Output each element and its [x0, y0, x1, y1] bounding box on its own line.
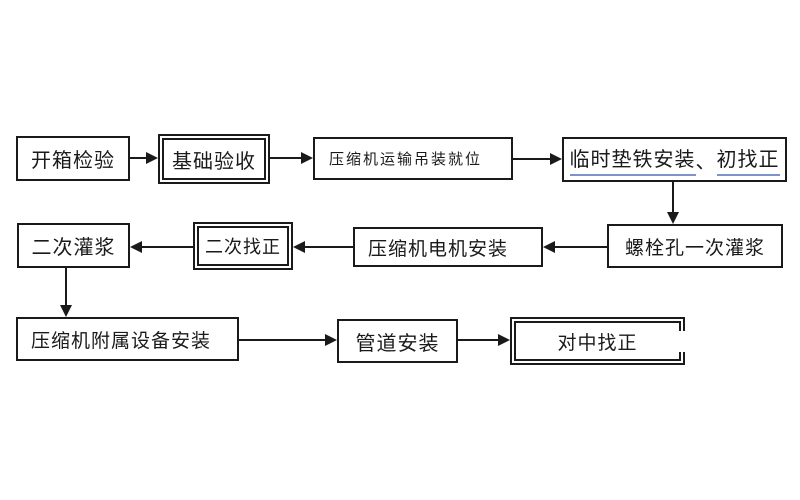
- flow-node-secondary-alignment: 二次找正: [193, 222, 293, 270]
- flow-node-compressor-transport-hoisting: 压缩机运输吊装就位: [313, 137, 513, 180]
- arrowhead-down-icon: [667, 212, 679, 224]
- arrowhead-left-icon: [293, 241, 305, 253]
- flow-node-foundation-acceptance-label: 基础验收: [162, 138, 266, 180]
- arrow-line: [458, 339, 498, 341]
- arrowhead-right-icon: [550, 153, 562, 165]
- arrowhead-left-icon: [543, 241, 555, 253]
- arrowhead-right-icon: [146, 152, 158, 164]
- arrowhead-right-icon: [301, 152, 313, 164]
- flow-node-centering-alignment: 对中找正: [510, 317, 685, 365]
- flow-node-centering-alignment-label: 对中找正: [514, 321, 681, 361]
- arrow-line: [513, 158, 550, 160]
- arrowhead-right-icon: [498, 334, 510, 346]
- arrow-line: [142, 246, 193, 248]
- arrow-line: [305, 246, 353, 248]
- underlined-text: 初找正: [716, 143, 780, 176]
- flow-node-secondary-grouting: 二次灌浆: [17, 223, 130, 268]
- arrow-line: [239, 339, 325, 341]
- flow-node-unpacking-inspection: 开箱检验: [16, 136, 130, 181]
- flow-node-bolt-hole-first-grouting: 螺栓孔一次灌浆: [607, 224, 783, 268]
- arrow-line: [65, 267, 67, 305]
- white-artifact-patch: [674, 331, 688, 352]
- flow-node-compressor-motor-install: 压缩机电机安装: [353, 227, 543, 267]
- arrow-line: [270, 157, 301, 159]
- separator-text: 、: [695, 151, 717, 173]
- arrow-line: [672, 182, 674, 214]
- arrowhead-down-icon: [60, 305, 72, 317]
- flow-node-secondary-alignment-label: 二次找正: [197, 226, 289, 266]
- flow-node-temp-shim-install-initial-alignment: 临时垫铁安装、初找正: [562, 137, 787, 182]
- arrowhead-left-icon: [130, 241, 142, 253]
- arrow-line: [555, 246, 607, 248]
- flow-node-foundation-acceptance: 基础验收: [158, 134, 270, 184]
- arrow-line: [130, 157, 146, 159]
- underlined-text: 临时垫铁安装: [569, 143, 696, 176]
- flow-node-pipeline-install: 管道安装: [337, 319, 458, 363]
- arrowhead-right-icon: [325, 334, 337, 346]
- flow-node-auxiliary-equipment-install: 压缩机附属设备安装: [16, 317, 239, 361]
